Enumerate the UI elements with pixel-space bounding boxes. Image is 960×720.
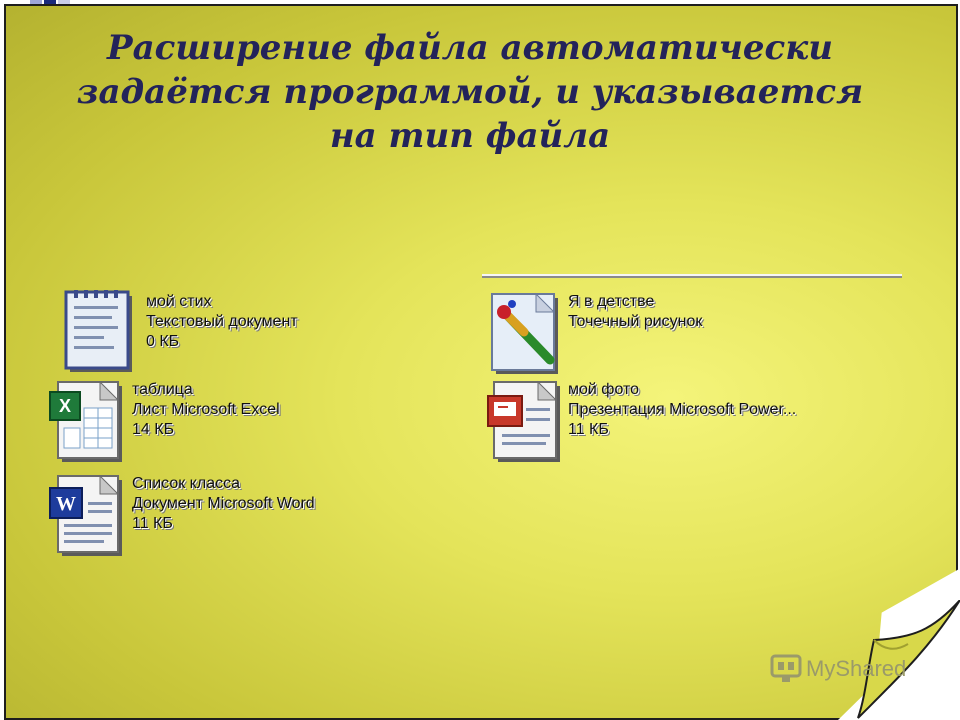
file-item-word[interactable]: W Список класса Документ Microsoft Word … — [48, 472, 315, 558]
file-type: Презентация Microsoft Power... — [568, 401, 797, 418]
page-curl-icon — [838, 600, 960, 720]
file-item-excel[interactable]: X таблица Лист Microsoft Excel 14 КБ — [48, 378, 280, 464]
file-size: 11 КБ — [132, 515, 173, 532]
file-name: Список класса — [132, 475, 240, 492]
file-name: таблица — [132, 381, 193, 398]
watermark-text: MyShared — [806, 656, 907, 681]
file-type: Лист Microsoft Excel — [132, 401, 280, 418]
watermark: MyShared — [770, 654, 906, 684]
file-size: 14 КБ — [132, 421, 175, 438]
svg-text:X: X — [59, 396, 71, 416]
file-size: 0 КБ — [146, 333, 180, 350]
file-item-bitmap[interactable]: Я в детстве Точечный рисунок — [484, 290, 702, 376]
file-type: Точечный рисунок — [568, 313, 703, 330]
word-document-icon: W — [49, 474, 122, 556]
file-item-powerpoint[interactable]: мой фото Презентация Microsoft Power... … — [484, 378, 796, 464]
slide-title: Расширение файла автоматически задаётся … — [76, 28, 864, 156]
excel-spreadsheet-icon: X — [49, 380, 122, 462]
svg-text:W: W — [56, 493, 76, 515]
file-name: Я в детстве — [568, 293, 655, 310]
file-type: Документ Microsoft Word — [132, 495, 315, 512]
divider-line — [482, 274, 902, 278]
file-size: 11 КБ — [568, 421, 609, 438]
file-info: Я в детстве Точечный рисунок — [568, 292, 702, 352]
sticky-note-paper — [4, 4, 958, 720]
file-info: мой стих Текстовый документ 0 КБ — [146, 292, 298, 352]
file-item-text-document[interactable]: мой стих Текстовый документ 0 КБ — [62, 290, 298, 376]
notepad-document-icon — [64, 290, 132, 372]
file-name: мой фото — [568, 381, 640, 398]
file-info: Список класса Документ Microsoft Word 11… — [132, 474, 315, 534]
file-info: таблица Лист Microsoft Excel 14 КБ — [132, 380, 280, 440]
file-info: мой фото Презентация Microsoft Power... … — [568, 380, 796, 440]
file-size — [568, 332, 702, 352]
file-name: мой стих — [146, 293, 212, 310]
powerpoint-presentation-icon — [487, 380, 560, 462]
myshared-logo-icon — [770, 654, 802, 682]
paint-bitmap-icon — [491, 292, 558, 374]
file-type: Текстовый документ — [146, 313, 298, 330]
